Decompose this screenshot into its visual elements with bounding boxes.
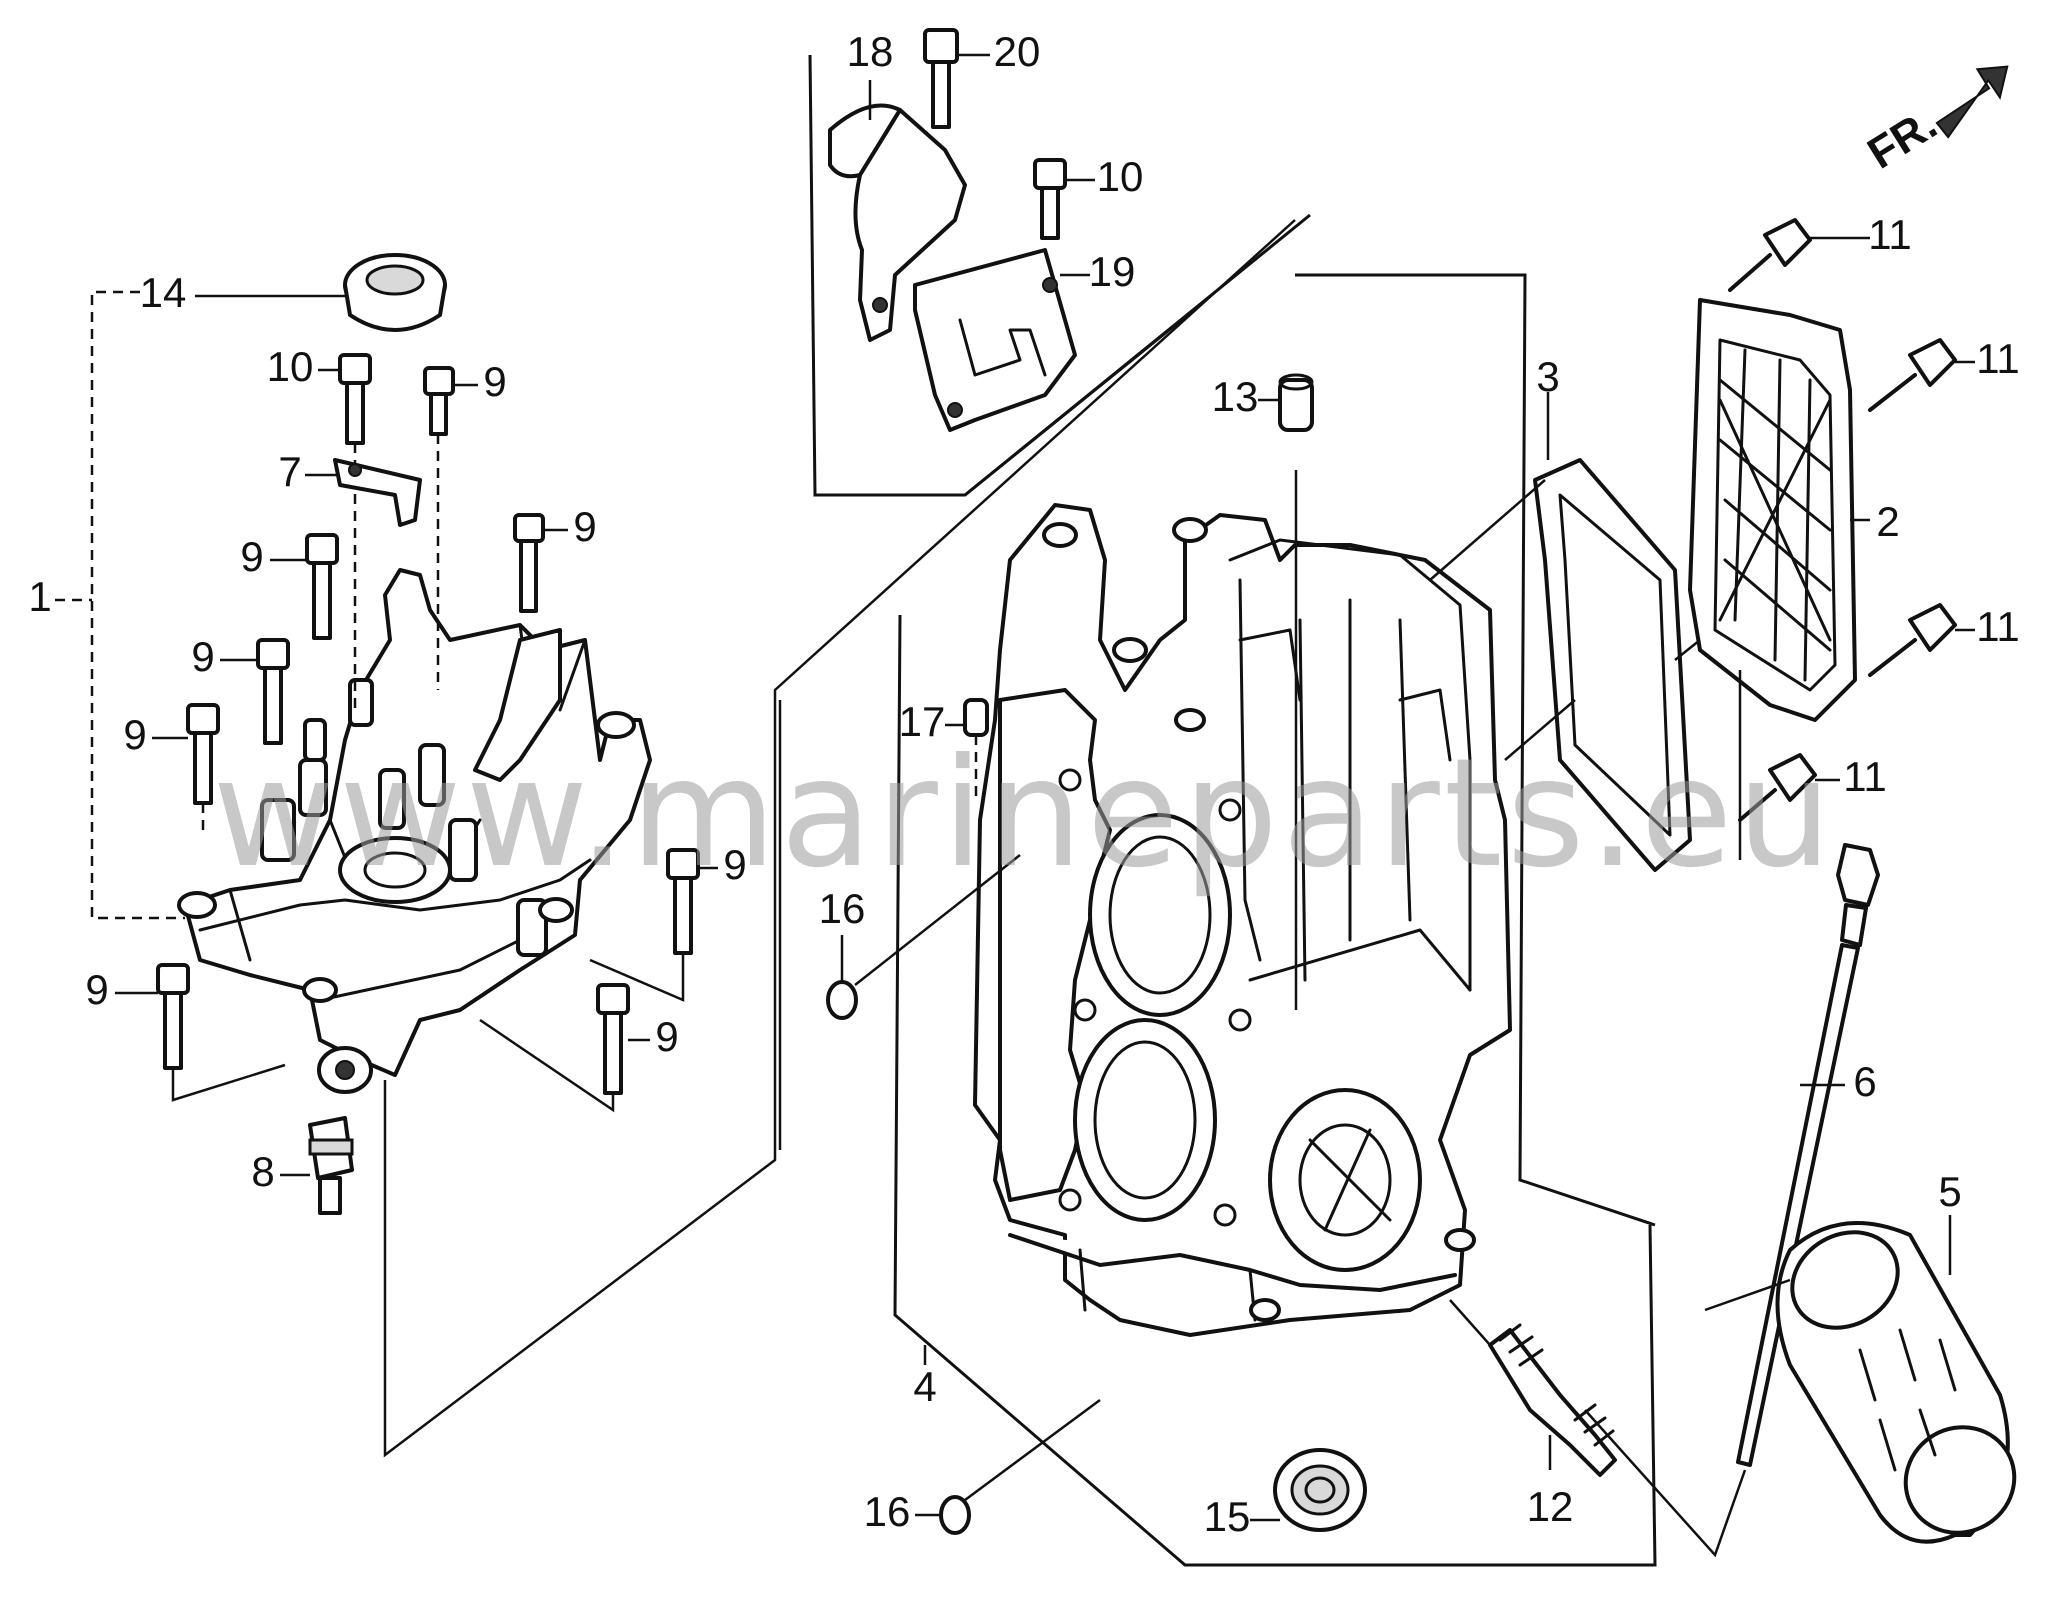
callout-9-f: 9 [723, 841, 746, 888]
callout-9-a: 9 [483, 358, 506, 405]
bolt-9-f [589, 848, 718, 1002]
callout-6: 6 [1853, 1058, 1876, 1105]
bolt-9-e [152, 703, 220, 830]
bolt-9-b [513, 513, 568, 613]
bolt-11-b [1868, 338, 1975, 412]
bracket-7 [305, 458, 422, 527]
callout-7: 7 [278, 448, 301, 495]
oil-pressure-switch-8 [280, 1116, 354, 1215]
callout-14: 14 [140, 269, 187, 316]
bolt-10 [318, 353, 372, 715]
watermark-text: www.marineparts.eu [212, 727, 1836, 901]
callout-13: 13 [1212, 373, 1259, 420]
callout-9-c: 9 [240, 533, 263, 580]
bolt-11-a [1728, 218, 1870, 292]
oil-level-gauge-6 [1584, 843, 1880, 1558]
callout-8: 8 [251, 1148, 274, 1195]
top-bracket-group [808, 28, 1311, 497]
callout-9-e: 9 [123, 711, 146, 758]
oil-seal-14 [195, 253, 447, 332]
callout-16-upper: 16 [819, 885, 866, 932]
callout-19: 19 [1089, 248, 1136, 295]
callout-11-c: 11 [1976, 603, 2020, 650]
callout-3: 3 [1536, 353, 1559, 400]
callout-10: 10 [267, 343, 314, 390]
oil-case-assembly [55, 290, 652, 1094]
cylinder-block-4 [893, 273, 1657, 1567]
callout-2: 2 [1876, 498, 1899, 545]
callout-1: 1 [28, 573, 51, 620]
cylinder-cover-2 [1674, 298, 1870, 860]
callout-11-b: 11 [1976, 335, 2020, 382]
callout-15: 15 [1204, 1493, 1251, 1540]
callout-9-d: 9 [191, 633, 214, 680]
callout-9-b: 9 [573, 503, 596, 550]
callout-9-g: 9 [85, 966, 108, 1013]
plug-16-lower [915, 1398, 1101, 1535]
stud-12 [1449, 1299, 1617, 1477]
gasket-3 [1429, 392, 1692, 872]
plug-16-upper [826, 854, 1021, 1020]
bolt-11-d [1738, 753, 1840, 822]
bolt-9-g [115, 963, 286, 1102]
bolt-11-c [1868, 603, 1975, 677]
dowel-13 [1258, 373, 1314, 1010]
bolt-9-d [220, 638, 290, 745]
callout-12: 12 [1527, 1483, 1574, 1530]
dowel-17 [945, 698, 989, 800]
callout-17: 17 [899, 698, 946, 745]
callout-11-a: 11 [1868, 211, 1912, 258]
callout-9-h: 9 [655, 1013, 678, 1060]
callout-5: 5 [1938, 1168, 1961, 1215]
bolt-9-a [423, 366, 478, 690]
oil-filter-5 [1704, 1215, 2017, 1544]
front-direction-arrow: FR. [1859, 65, 2009, 178]
fr-label: FR. [1859, 99, 1945, 178]
callout-16-lower: 16 [864, 1488, 911, 1535]
bolt-9-c [270, 533, 339, 640]
bolt-9-h [479, 983, 650, 1113]
oil-seal-15 [1250, 1448, 1367, 1532]
callout-10-top: 10 [1097, 153, 1144, 200]
callout-18: 18 [847, 28, 894, 75]
callout-20: 20 [994, 28, 1041, 75]
callout-4: 4 [913, 1363, 936, 1410]
callout-11-d: 11 [1843, 753, 1887, 800]
